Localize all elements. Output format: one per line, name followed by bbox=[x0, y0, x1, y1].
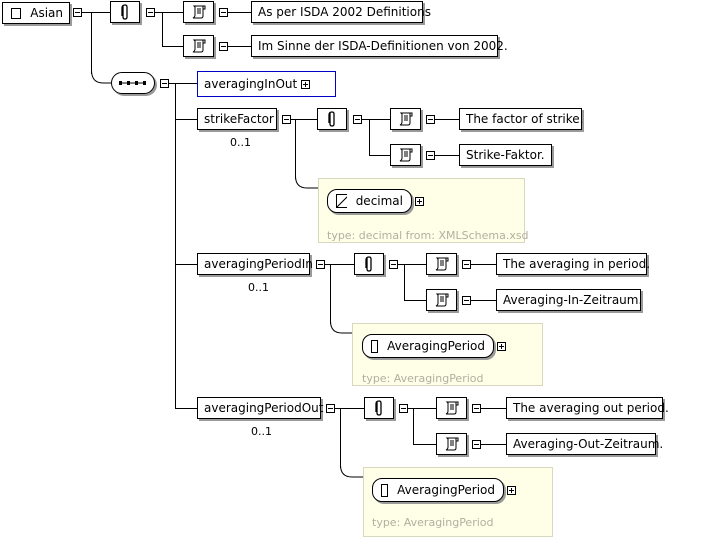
type-averaging-period[interactable]: AveragingPeriod bbox=[372, 478, 504, 502]
annotation-icon bbox=[326, 110, 338, 128]
collapse-doc-button[interactable] bbox=[426, 151, 435, 160]
annotation-node[interactable] bbox=[110, 1, 140, 23]
documentation-icon bbox=[398, 147, 414, 163]
collapse-element-button[interactable] bbox=[326, 404, 335, 413]
documentation-node[interactable] bbox=[390, 108, 421, 130]
expand-group-button[interactable] bbox=[301, 79, 311, 89]
annotation-icon bbox=[373, 399, 385, 417]
expand-type-button[interactable] bbox=[497, 342, 506, 351]
documentation-icon bbox=[191, 38, 207, 54]
sequence-compositor[interactable] bbox=[111, 72, 155, 94]
connector-curve bbox=[340, 465, 370, 478]
documentation-text-de: Im Sinne der ISDA-Definitionen von 2002. bbox=[251, 35, 508, 57]
documentation-text-en: The averaging in period. bbox=[496, 253, 650, 275]
documentation-icon bbox=[191, 4, 207, 20]
collapse-doc-button[interactable] bbox=[472, 440, 481, 449]
cardinality-label: 0..1 bbox=[230, 136, 251, 149]
documentation-icon bbox=[434, 292, 450, 308]
type-description: type: decimal from: XMLSchema.xsd bbox=[327, 229, 529, 242]
annotation-node[interactable] bbox=[364, 397, 394, 419]
documentation-icon bbox=[444, 436, 460, 452]
documentation-node[interactable] bbox=[436, 397, 467, 419]
cardinality-label: 0..1 bbox=[251, 425, 272, 438]
type-description: type: AveragingPeriod bbox=[372, 516, 494, 529]
element-averaging-period-in[interactable]: averagingPeriodIn bbox=[197, 253, 313, 275]
documentation-text-de: Strike-Faktor. bbox=[459, 144, 552, 166]
documentation-icon bbox=[398, 111, 414, 127]
collapse-element-button[interactable] bbox=[316, 260, 325, 269]
documentation-text-en: The averaging out period. bbox=[506, 397, 669, 419]
annotation-icon bbox=[119, 3, 131, 21]
connector-curve bbox=[330, 321, 362, 334]
annotation-icon bbox=[363, 255, 375, 273]
cardinality-label: 0..1 bbox=[248, 281, 269, 294]
sequence-icon bbox=[118, 80, 148, 86]
collapse-doc-button[interactable] bbox=[219, 8, 228, 17]
documentation-text-en: As per ISDA 2002 Definitions bbox=[251, 1, 431, 23]
expand-type-button[interactable] bbox=[507, 486, 516, 495]
collapse-doc-button[interactable] bbox=[219, 42, 228, 51]
collapse-root-button[interactable] bbox=[73, 8, 82, 17]
complex-type-icon bbox=[371, 339, 379, 353]
collapse-annotation-button[interactable] bbox=[399, 404, 408, 413]
type-description: type: AveragingPeriod bbox=[362, 372, 484, 385]
group-averaging-in-out[interactable]: averagingInOut bbox=[197, 71, 336, 97]
root-label: Asian bbox=[30, 6, 63, 20]
root-element-asian[interactable]: Asian bbox=[2, 2, 70, 24]
documentation-node[interactable] bbox=[426, 253, 457, 275]
collapse-annotation-button[interactable] bbox=[389, 260, 398, 269]
collapse-element-button[interactable] bbox=[282, 115, 291, 124]
collapse-annotation-button[interactable] bbox=[353, 115, 362, 124]
expand-type-button[interactable] bbox=[415, 197, 424, 206]
element-averaging-period-out[interactable]: averagingPeriodOut bbox=[197, 397, 323, 419]
documentation-node[interactable] bbox=[426, 289, 457, 311]
documentation-text-en: The factor of strike. bbox=[459, 108, 583, 130]
documentation-node[interactable] bbox=[436, 433, 467, 455]
annotation-node[interactable] bbox=[317, 108, 347, 130]
documentation-node[interactable] bbox=[183, 35, 214, 57]
collapse-annotation-button[interactable] bbox=[146, 8, 155, 17]
collapse-doc-button[interactable] bbox=[472, 404, 481, 413]
documentation-node[interactable] bbox=[183, 1, 214, 23]
type-averaging-period[interactable]: AveragingPeriod bbox=[362, 334, 494, 358]
complex-type-icon bbox=[381, 483, 389, 497]
documentation-icon bbox=[444, 400, 460, 416]
collapse-doc-button[interactable] bbox=[426, 115, 435, 124]
simple-type-icon bbox=[336, 194, 347, 208]
element-type-icon bbox=[11, 7, 22, 19]
documentation-node[interactable] bbox=[390, 144, 421, 166]
documentation-text-de: Averaging-In-Zeitraum. bbox=[496, 289, 642, 311]
type-decimal[interactable]: decimal bbox=[327, 189, 412, 213]
collapse-sequence-button[interactable] bbox=[160, 79, 169, 88]
collapse-doc-button[interactable] bbox=[462, 260, 471, 269]
connector-curve bbox=[295, 176, 319, 189]
element-strike-factor[interactable]: strikeFactor bbox=[197, 108, 277, 130]
connector-curve bbox=[91, 70, 111, 84]
documentation-icon bbox=[434, 256, 450, 272]
annotation-node[interactable] bbox=[354, 253, 384, 275]
collapse-doc-button[interactable] bbox=[462, 296, 471, 305]
documentation-text-de: Averaging-Out-Zeitraum. bbox=[506, 433, 663, 455]
